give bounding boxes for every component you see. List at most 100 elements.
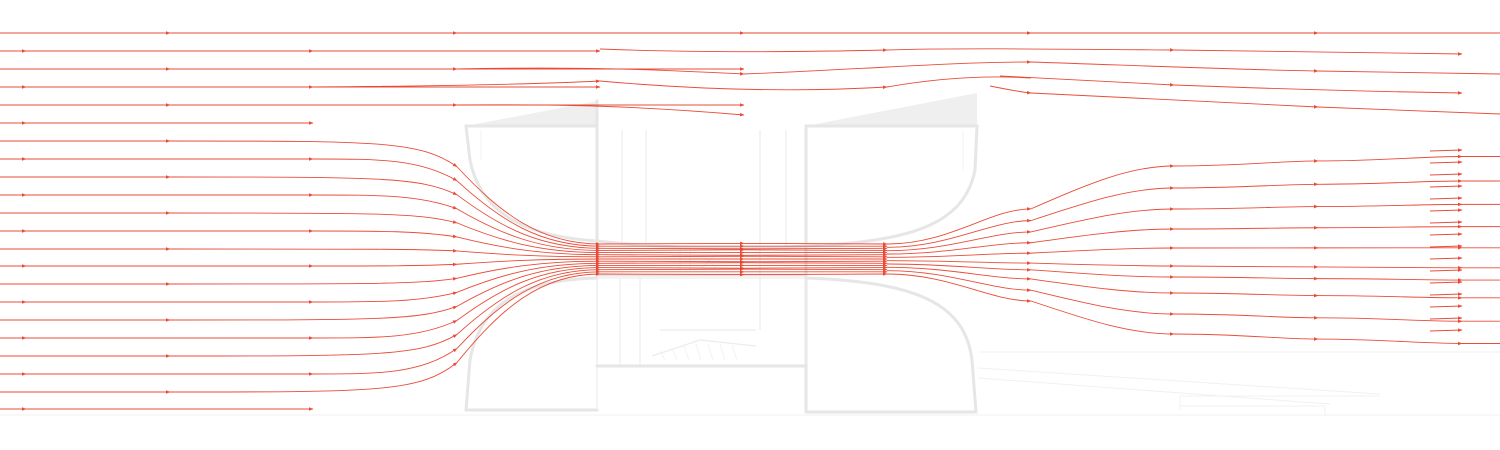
streamline-top-3 xyxy=(1030,61,1319,73)
streamline-jet-7 xyxy=(1173,276,1319,281)
streamline-jet-9 xyxy=(886,270,1032,292)
streamline-jet-8 xyxy=(886,266,1032,281)
streamline-jet-3 xyxy=(1317,202,1463,207)
streamline-edge-4 xyxy=(1429,184,1463,188)
streamline-jet-1 xyxy=(886,207,1032,245)
streamline-converge-4 xyxy=(743,248,888,253)
streamline-top-5 xyxy=(989,85,1032,95)
streamline-converge-6 xyxy=(743,252,888,257)
streamline-edge-8 xyxy=(1429,232,1463,236)
streamline-converge-2 xyxy=(456,180,601,248)
atrium-void xyxy=(596,277,807,367)
streamline-edge-11 xyxy=(1429,268,1463,272)
streamline-edge-14 xyxy=(1429,304,1463,308)
streamline-jet-1 xyxy=(1173,159,1319,167)
streamline-converge-12 xyxy=(456,265,601,321)
streamline-top-4 xyxy=(886,76,1032,88)
streamline-edge-15 xyxy=(1429,316,1463,320)
streamline-top-5 xyxy=(456,104,745,117)
streamline-converge-12 xyxy=(599,266,745,270)
streamline-converge-1 xyxy=(169,140,458,168)
atrium-stair xyxy=(651,339,757,357)
streamline-top-5 xyxy=(1317,106,1500,115)
streamline-converge-13 xyxy=(599,267,745,271)
streamline-edge-5 xyxy=(1429,196,1463,200)
streamline-converge-1 xyxy=(743,242,888,246)
streamline-converge-5 xyxy=(456,222,601,255)
airflow-streamlines xyxy=(0,31,1500,411)
streamline-top-2 xyxy=(1173,49,1463,56)
streamline-converge-3 xyxy=(456,194,601,251)
streamline-converge-6 xyxy=(599,253,745,258)
streamline-converge-10 xyxy=(312,291,458,303)
streamline-converge-15 xyxy=(599,272,745,277)
streamline-jet-2 xyxy=(1317,179,1463,185)
streamline-top-5 xyxy=(1030,92,1319,109)
bridge-slab-top xyxy=(595,239,808,250)
streamline-converge-15 xyxy=(743,272,888,276)
streamline-converge-9 xyxy=(599,259,745,264)
streamline-converge-14 xyxy=(312,348,458,375)
streamline-top-4 xyxy=(999,75,1175,87)
streamline-converge-8 xyxy=(312,262,458,267)
streamline-edge-2 xyxy=(1429,160,1463,164)
streamline-jet-6 xyxy=(1317,266,1463,270)
streamline-jet-10 xyxy=(1030,300,1175,336)
streamline-top-2 xyxy=(886,48,1175,52)
streamline-converge-12 xyxy=(312,319,458,339)
streamline-converge-3 xyxy=(169,176,458,196)
streamline-jet-10 xyxy=(1317,338,1463,346)
streamline-jet-1 xyxy=(1317,154,1463,162)
streamline-edge-13 xyxy=(1429,292,1463,296)
streamline-jet-6 xyxy=(1173,265,1319,269)
left-roof-wedge xyxy=(466,101,597,126)
right-roof-wedge xyxy=(806,93,977,126)
streamline-jet-10 xyxy=(886,273,1032,303)
streamline-jet-8 xyxy=(1173,292,1319,298)
streamline-converge-7 xyxy=(743,255,888,259)
streamline-jet-6 xyxy=(886,260,1032,265)
streamline-jet-3 xyxy=(886,230,1032,252)
streamline-edge-7 xyxy=(1429,220,1463,224)
streamline-converge-10 xyxy=(743,261,888,266)
streamline-top-3 xyxy=(456,67,745,76)
streamline-converge-7 xyxy=(456,250,601,259)
streamline-jet-3 xyxy=(1173,204,1319,210)
streamline-top-4 xyxy=(1173,84,1463,95)
streamline-edge-10 xyxy=(1429,256,1463,260)
streamline-converge-2 xyxy=(312,158,458,182)
streamline-converge-13 xyxy=(169,334,458,357)
streamline-converge-13 xyxy=(456,267,601,335)
streamline-jet-4 xyxy=(1317,224,1463,229)
streamline-converge-12 xyxy=(743,265,888,270)
lower-right-base xyxy=(804,276,978,414)
streamline-top-3 xyxy=(743,60,1032,75)
streamline-jet-7 xyxy=(1317,278,1463,282)
streamline-converge-1 xyxy=(456,166,601,246)
streamline-converge-8 xyxy=(456,257,601,265)
streamline-converge-6 xyxy=(456,236,601,257)
streamline-converge-9 xyxy=(169,277,458,285)
streamline-jet-2 xyxy=(1173,182,1319,189)
streamline-edge-12 xyxy=(1429,280,1463,284)
streamline-converge-13 xyxy=(743,267,888,272)
streamline-top-2 xyxy=(599,48,888,53)
streamline-top-4 xyxy=(312,79,601,88)
upper-left-bowl xyxy=(464,124,599,243)
streamline-converge-14 xyxy=(456,270,601,349)
streamline-converge-3 xyxy=(743,246,888,251)
streamline-jet-9 xyxy=(1317,317,1463,324)
streamline-jet-4 xyxy=(886,240,1032,255)
streamline-converge-6 xyxy=(312,230,458,239)
streamline-edge-6 xyxy=(1429,208,1463,212)
streamline-jet-1 xyxy=(1030,164,1175,210)
streamline-top-3 xyxy=(1317,70,1500,75)
streamline-jet-5 xyxy=(1030,246,1175,254)
streamline-jet-6 xyxy=(1030,262,1175,268)
streamline-edge-9 xyxy=(1429,244,1463,248)
streamline-converge-10 xyxy=(456,261,601,293)
streamline-converge-7 xyxy=(599,254,745,259)
streamline-jet-2 xyxy=(886,218,1032,248)
streamline-converge-9 xyxy=(456,259,601,279)
